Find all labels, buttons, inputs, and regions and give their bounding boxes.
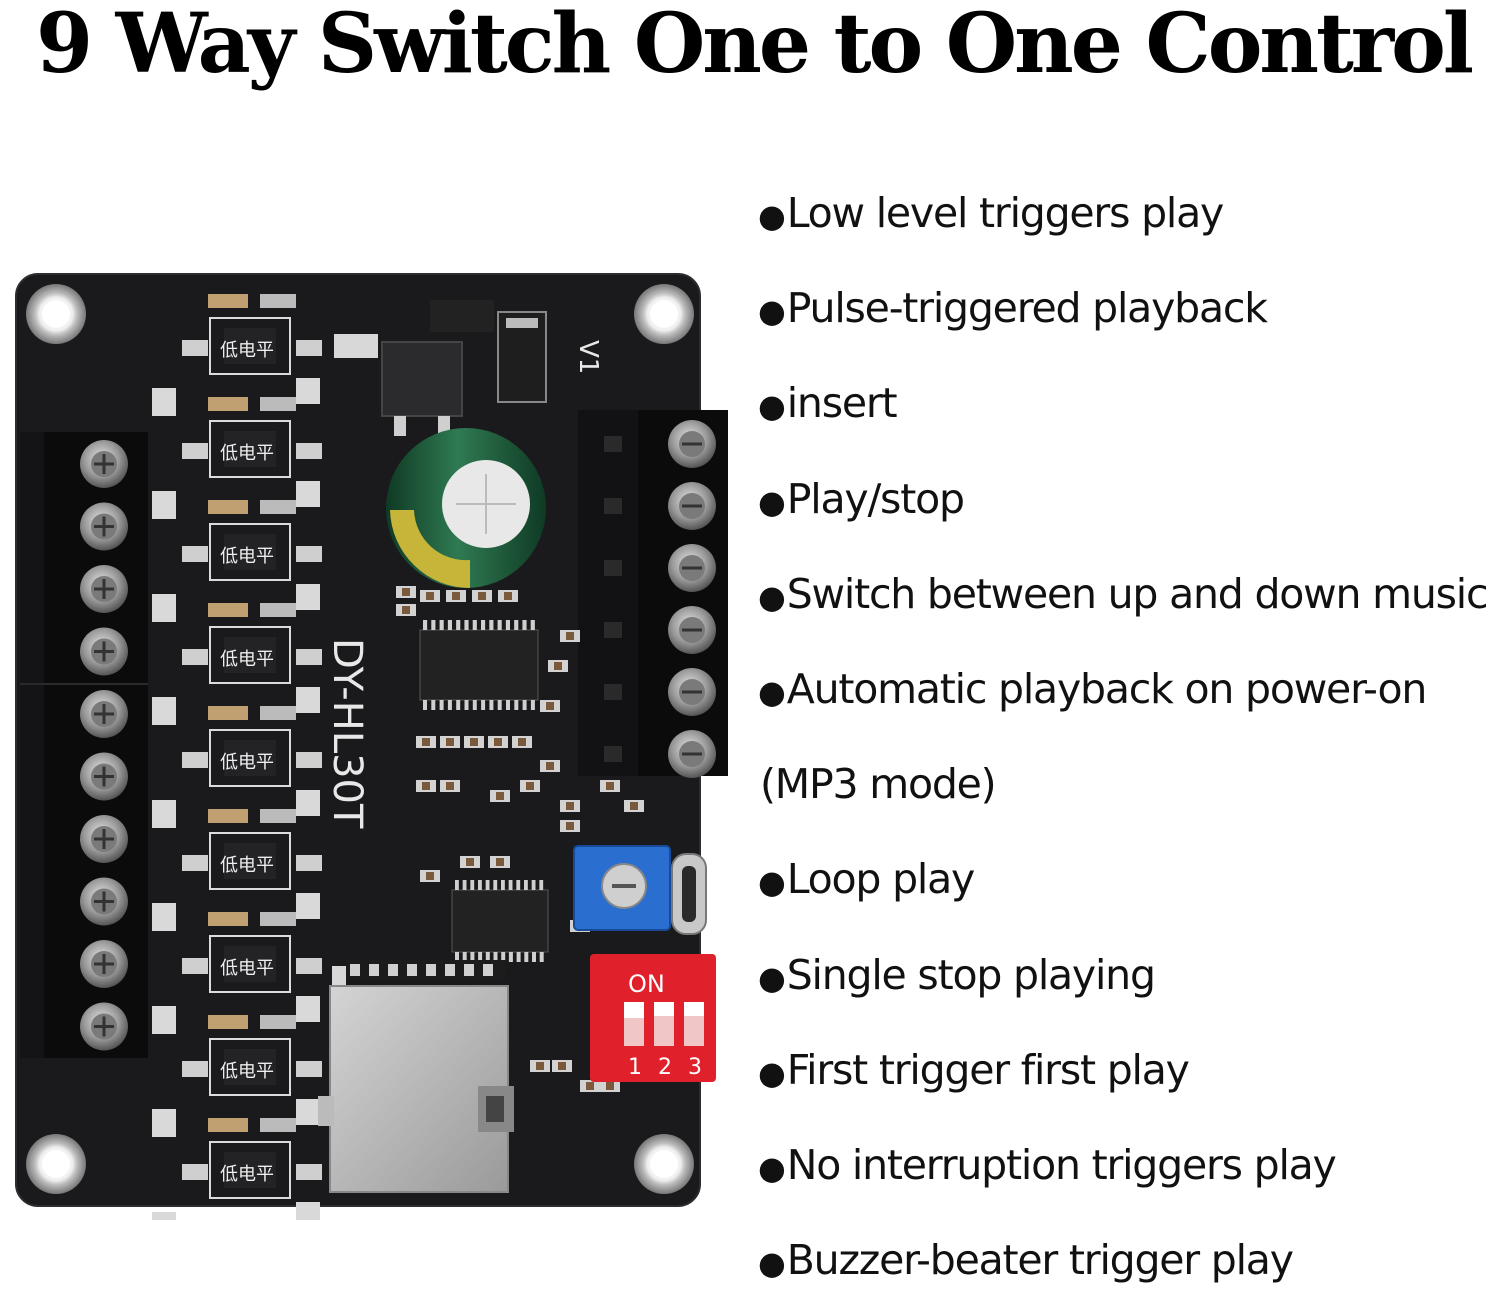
dip-on-label: ON — [628, 970, 665, 998]
terminal-screw — [80, 627, 128, 676]
channel-driver-chip: 低电平 — [209, 317, 291, 375]
chip-label: 低电平 — [220, 546, 274, 567]
chip-label: 低电平 — [220, 340, 274, 361]
terminal-screw — [604, 668, 716, 716]
electrolytic-capacitor — [386, 428, 546, 588]
feature-item: ●Play/stop — [758, 452, 1500, 547]
chip-label: 低电平 — [220, 958, 274, 979]
feature-text: Single stop playing — [786, 950, 1156, 999]
chip-label: 低电平 — [220, 443, 274, 464]
version-label: V1 — [573, 340, 603, 374]
feature-item: ●Loop play — [758, 832, 1500, 927]
terminal-screw — [80, 502, 128, 551]
feature-item: ●Buzzer-beater trigger play — [758, 1213, 1500, 1308]
bullet-icon: ● — [758, 482, 786, 521]
bullet-icon: ● — [758, 1148, 786, 1187]
terminal-screw — [604, 606, 716, 654]
terminal-screw — [604, 482, 716, 530]
mount-hole-top-left — [26, 284, 86, 344]
feature-text: Loop play — [786, 855, 976, 904]
bullet-icon: ● — [758, 197, 786, 235]
dip-switch: ON 1 2 3 — [590, 954, 716, 1082]
terminal-screw — [80, 752, 128, 801]
terminal-screw — [80, 440, 128, 488]
feature-text: Pulse-triggered playback — [786, 284, 1268, 333]
feature-text: First trigger first play — [786, 1045, 1190, 1094]
model-label: DY-HL30T — [324, 638, 370, 829]
terminal-screw — [80, 690, 128, 738]
bullet-icon: ● — [758, 1053, 786, 1092]
chip-label: 低电平 — [220, 752, 274, 773]
feature-item: (MP3 mode) — [758, 737, 1500, 832]
bullet-icon: ● — [758, 292, 786, 331]
bullet-icon: ● — [758, 958, 786, 997]
dip-number-1: 1 — [628, 1055, 642, 1080]
feature-item: ●Low level triggers play — [758, 166, 1500, 261]
bullet-icon: ● — [758, 1244, 786, 1283]
audio-decoder-chip — [419, 620, 539, 710]
feature-text: No interruption triggers play — [786, 1140, 1337, 1189]
bullet-icon: ● — [758, 387, 786, 426]
channel-driver-chip: 低电平 — [209, 523, 291, 581]
page-title: 9 Way Switch One to One Control — [36, 0, 1474, 92]
terminal-screw — [80, 940, 128, 988]
diode — [430, 300, 547, 403]
feature-item: ●Pulse-triggered playback — [758, 261, 1500, 356]
bullet-icon: ● — [758, 577, 786, 616]
chip-label: 低电平 — [220, 855, 274, 876]
feature-text: Automatic playback on power-on — [786, 664, 1428, 713]
bullet-icon: ● — [758, 672, 786, 711]
usb-c-port — [671, 853, 707, 935]
feature-text: Buzzer-beater trigger play — [786, 1236, 1294, 1285]
microsd-card-slot — [318, 960, 514, 1193]
terminal-screw — [80, 1002, 128, 1051]
feature-text: Switch between up and down music — [786, 569, 1489, 618]
potentiometer — [573, 845, 671, 931]
bullet-icon: ● — [758, 863, 786, 902]
feature-item: ●Single stop playing — [758, 928, 1500, 1023]
board-photo: 低电平低电平低电平低电平低电平低电平低电平低电平低电平 V1 DY-HL30T — [0, 260, 760, 1240]
dip-number-3: 3 — [688, 1055, 702, 1080]
channel-driver-chip: 低电平 — [209, 1038, 291, 1096]
amplifier-chip — [451, 880, 549, 962]
terminal-screw — [80, 815, 128, 863]
channel-driver-chip: 低电平 — [209, 1141, 291, 1199]
chip-label: 低电平 — [220, 1164, 274, 1185]
chip-label: 低电平 — [220, 649, 274, 670]
terminal-screw — [604, 730, 716, 778]
dip-number-2: 2 — [658, 1055, 672, 1080]
voltage-regulator — [334, 334, 463, 436]
feature-item: ●Switch between up and down music — [758, 547, 1500, 642]
terminal-screw — [80, 565, 128, 613]
feature-text: Low level triggers play — [786, 189, 1225, 237]
feature-list: ●Low level triggers play●Pulse-triggered… — [758, 166, 1500, 1308]
channel-driver-chip: 低电平 — [209, 626, 291, 684]
feature-text: insert — [786, 379, 898, 428]
mount-hole-top-right — [634, 284, 694, 344]
channel-driver-chip: 低电平 — [209, 832, 291, 890]
channel-driver-chip: 低电平 — [209, 935, 291, 993]
terminal-screw — [604, 420, 716, 468]
feature-text: (MP3 mode) — [760, 760, 997, 809]
mount-hole-bottom-left — [26, 1134, 86, 1194]
feature-item: ●No interruption triggers play — [758, 1118, 1500, 1213]
mount-hole-bottom-right — [634, 1134, 694, 1194]
terminal-screw — [604, 544, 716, 592]
channel-driver-chip: 低电平 — [209, 729, 291, 787]
feature-text: Play/stop — [786, 474, 965, 523]
channel-driver-chip: 低电平 — [209, 420, 291, 478]
feature-item: ●insert — [758, 356, 1500, 451]
terminal-screw — [80, 877, 128, 926]
chip-label: 低电平 — [220, 1061, 274, 1082]
feature-item: ●First trigger first play — [758, 1023, 1500, 1118]
feature-item: ●Automatic playback on power-on — [758, 642, 1500, 737]
